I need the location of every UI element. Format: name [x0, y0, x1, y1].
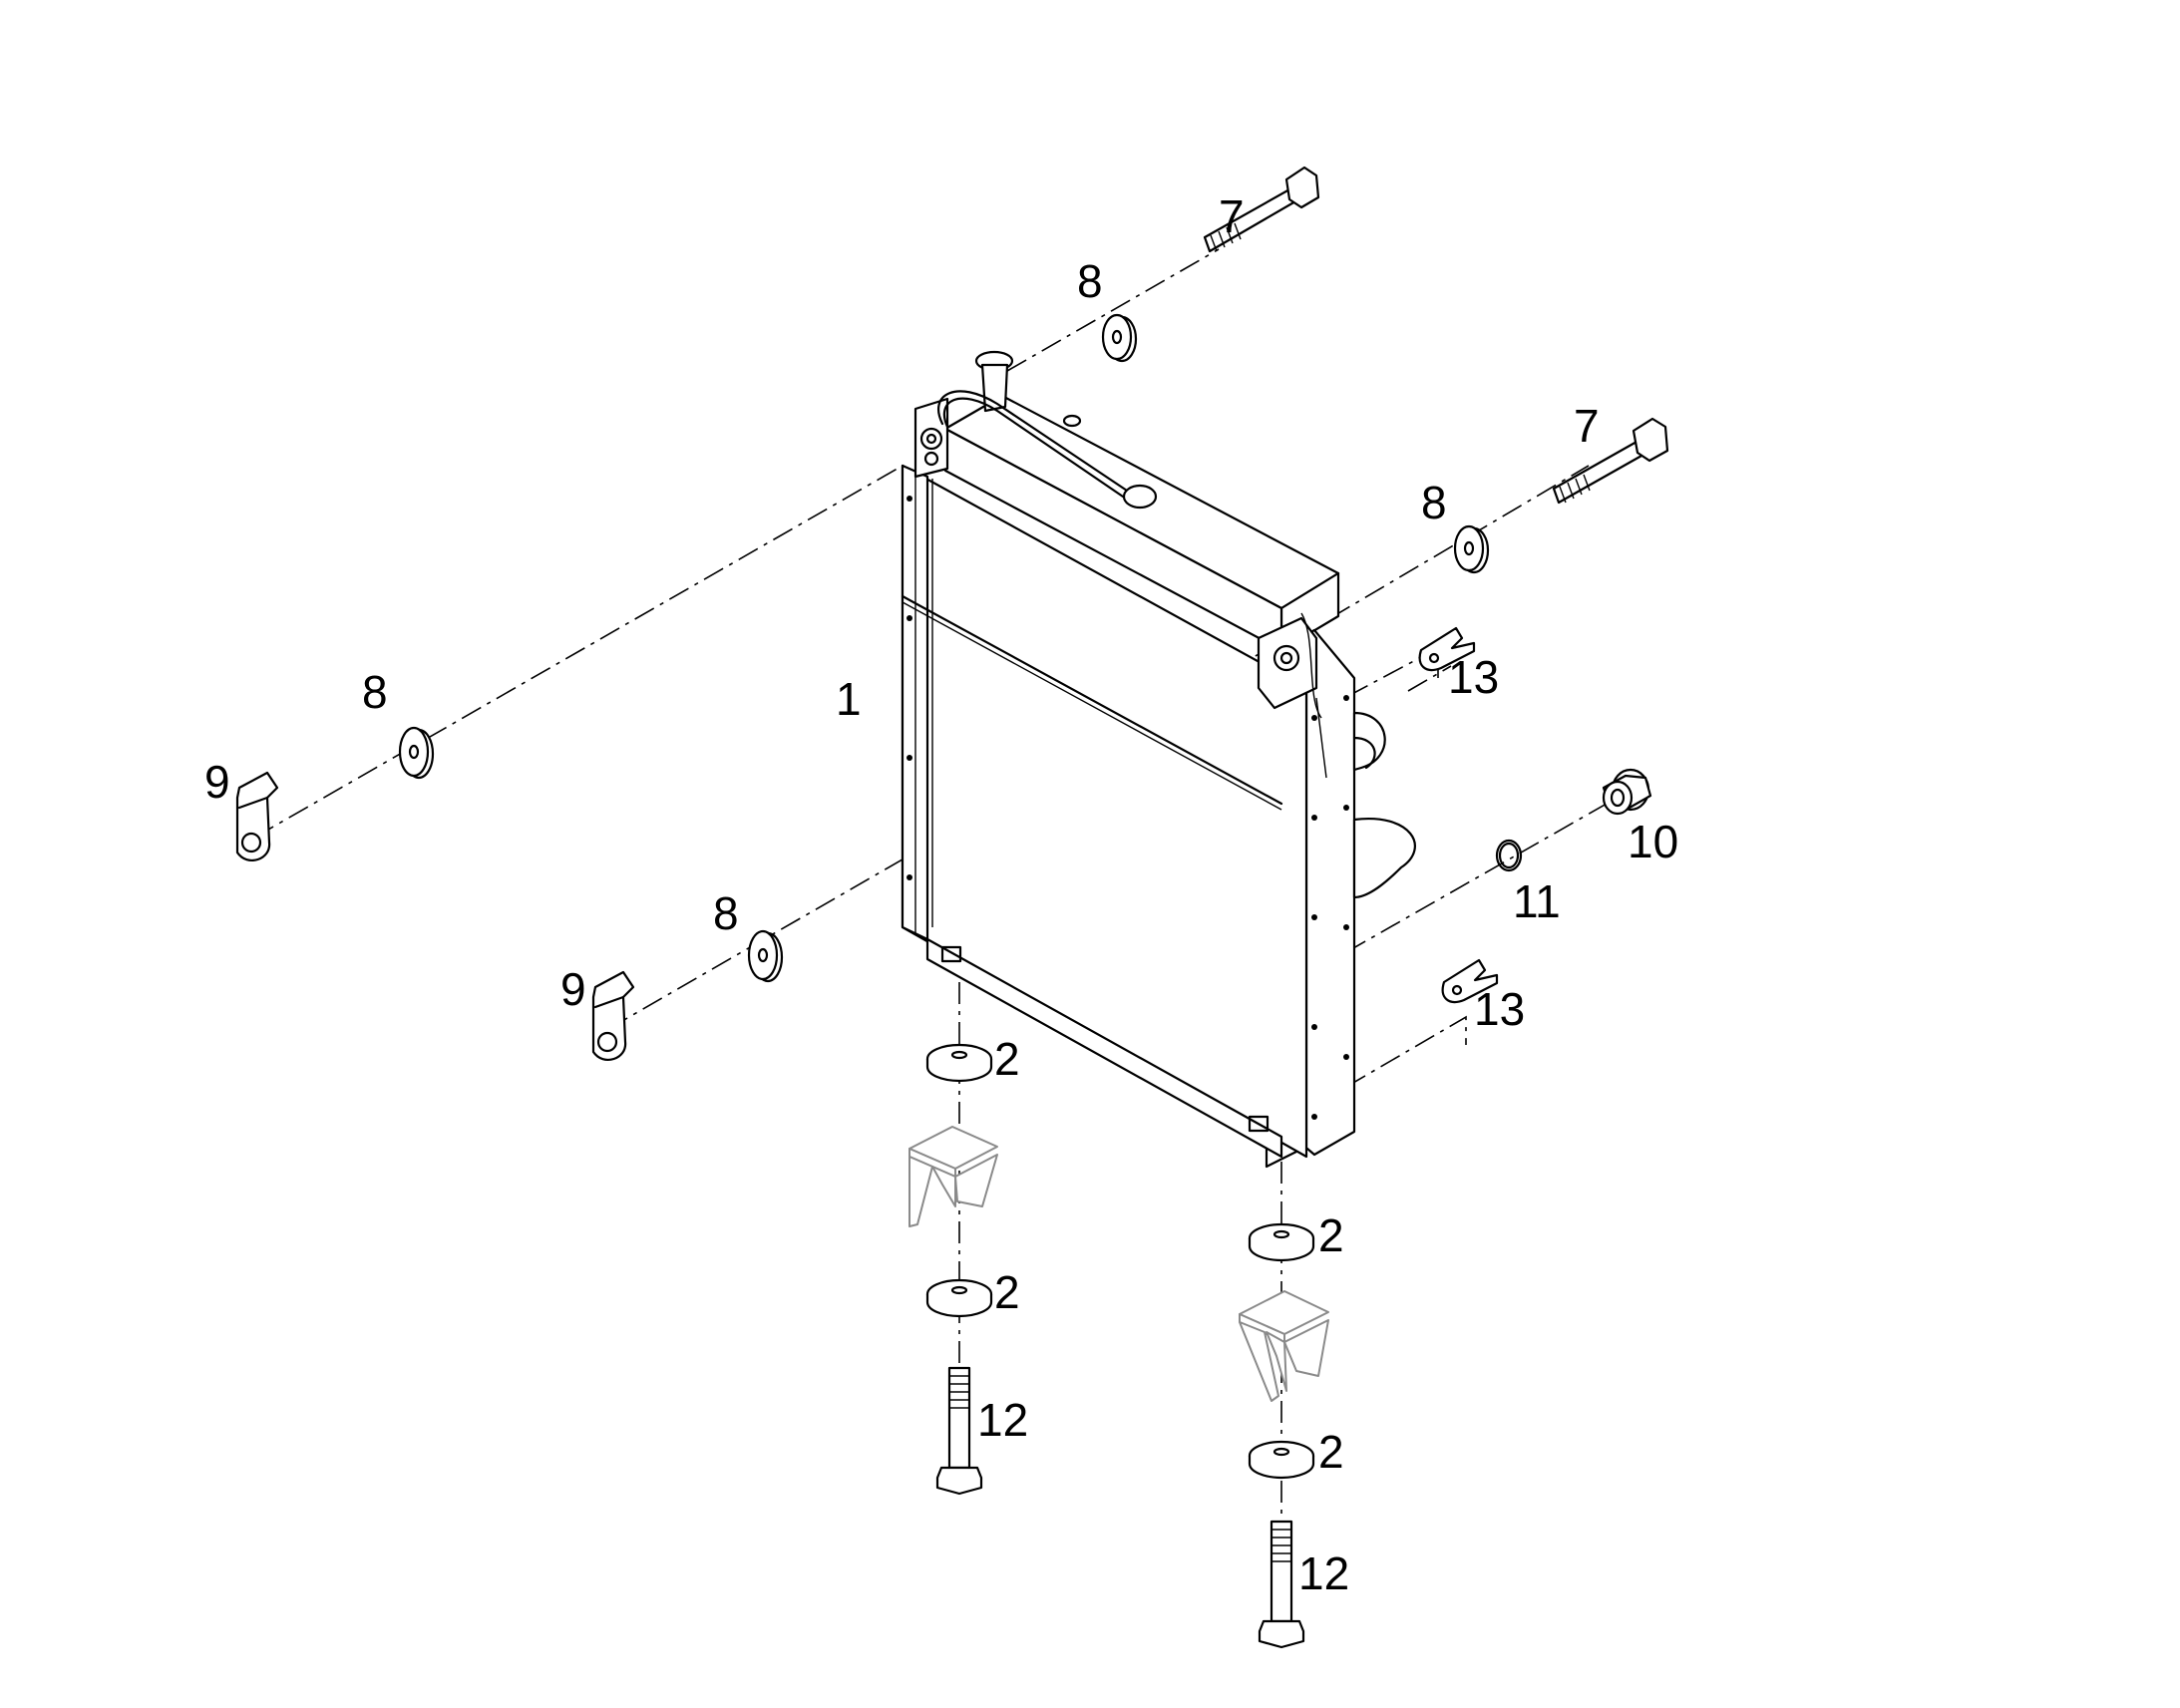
callout-2: 2 — [1318, 1209, 1344, 1261]
callout-7: 7 — [1219, 190, 1245, 242]
washer-8-top — [1101, 313, 1138, 363]
bracket-9-lower — [591, 970, 635, 1062]
washer-2-right-lower — [1248, 1440, 1315, 1480]
washer-2-left-lower — [925, 1278, 993, 1318]
callout-8: 8 — [1077, 255, 1103, 307]
clip-13-lower — [1441, 958, 1499, 1004]
callout-9: 9 — [560, 963, 586, 1015]
plug-10 — [1602, 768, 1652, 816]
bracket-9-upper — [235, 771, 279, 862]
mount-foot-left — [908, 1126, 998, 1227]
bolt-12-right — [1258, 1520, 1305, 1649]
bolt-12-left — [935, 1366, 983, 1496]
callout-8: 8 — [1421, 477, 1447, 528]
seal-ring-11 — [1495, 839, 1523, 872]
callout-1: 1 — [836, 673, 862, 725]
callout-11: 11 — [1513, 875, 1561, 927]
washer-2-left-upper — [925, 1043, 993, 1083]
callout-2: 2 — [994, 1033, 1020, 1085]
clip-13-upper — [1418, 626, 1476, 672]
washer-8-left-lower — [747, 929, 784, 983]
callout-2: 2 — [1318, 1426, 1344, 1478]
callout-9: 9 — [204, 756, 230, 808]
bolt-7-top — [1203, 166, 1320, 253]
radiator-assembly — [901, 350, 1416, 1169]
callout-8: 8 — [713, 887, 739, 939]
callout-8: 8 — [362, 666, 388, 718]
washer-8-left-upper — [398, 726, 435, 780]
callout-7: 7 — [1574, 400, 1600, 452]
callout-13: 13 — [1448, 651, 1499, 703]
washer-2-right-upper — [1248, 1222, 1315, 1262]
washer-8-right — [1453, 524, 1490, 574]
callout-10: 10 — [1628, 816, 1678, 867]
callout-12: 12 — [977, 1394, 1028, 1446]
callout-12: 12 — [1298, 1547, 1349, 1599]
callout-13: 13 — [1474, 983, 1525, 1035]
callout-2: 2 — [994, 1266, 1020, 1318]
mount-foot-right — [1239, 1290, 1329, 1402]
callout-labels: 1 2 2 2 2 7 7 8 8 8 8 9 9 10 11 12 12 13… — [204, 190, 1678, 1599]
bolt-7-right — [1552, 417, 1669, 505]
